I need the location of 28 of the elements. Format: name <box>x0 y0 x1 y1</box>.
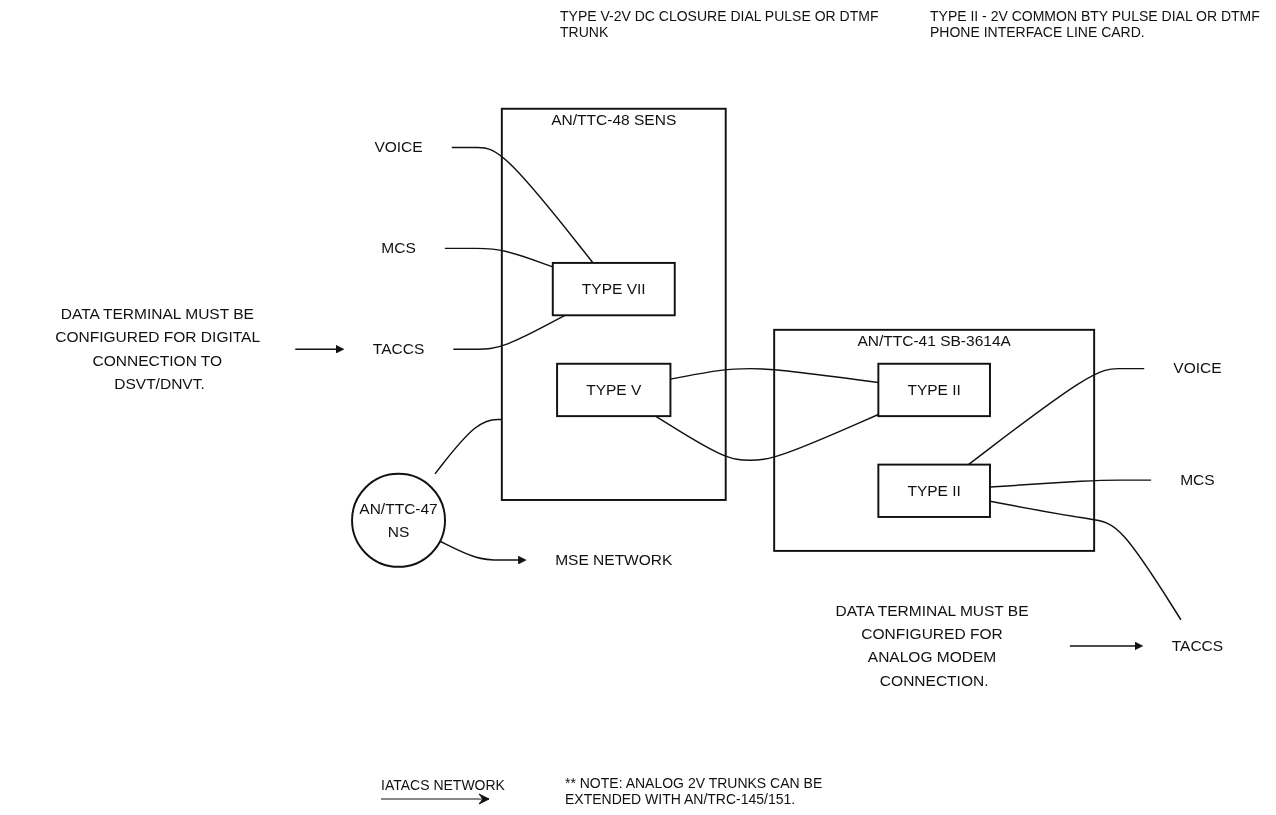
network-label: IATACS NETWORK <box>381 777 505 793</box>
arrow <box>439 540 527 564</box>
arrow <box>294 344 345 354</box>
node-box: TYPE VII <box>551 261 676 316</box>
node-text: MCS <box>381 239 416 256</box>
connector <box>452 314 566 350</box>
node-box: TYPE II <box>877 463 991 518</box>
connector <box>989 500 1182 621</box>
node-box: TYPE V <box>556 362 672 417</box>
node-circle: AN/TTC-47 NS <box>351 472 446 568</box>
node-text: TACCS <box>372 340 425 357</box>
node-text: MSE NETWORK <box>555 550 673 568</box>
node-text: TACCS <box>1171 636 1224 654</box>
node-text: MCS <box>1180 471 1215 488</box>
note-text: TYPE II - 2V COMMON BTY PULSE DIAL OR DTMF PHONE INTERFACE LINE CARD. <box>930 8 1260 40</box>
node-text: DATA TERMINAL MUST BE CONFIGURED FOR ANALOG MODEM CONNECTION. <box>835 601 1029 689</box>
note-text: TYPE V-2V DC CLOSURE DIAL PULSE OR DTMF TRUNK <box>560 8 880 40</box>
connector <box>434 418 503 475</box>
note-text: ** NOTE: ANALOG 2V TRUNKS CAN BE EXTENDED WITH AN/TRC-145/151. <box>564 775 824 807</box>
connector <box>989 479 1152 488</box>
connector <box>967 367 1145 465</box>
connector <box>654 413 880 461</box>
node-text: VOICE <box>1173 359 1222 376</box>
node-text: VOICE <box>374 138 423 155</box>
arrow <box>1069 641 1143 650</box>
connector <box>451 146 594 264</box>
node-text: DATA TERMINAL MUST BE CONFIGURED FOR DIGITAL CONNECTION TO DSVT/DNVT. <box>55 305 260 392</box>
node-box: TYPE II <box>877 362 991 417</box>
